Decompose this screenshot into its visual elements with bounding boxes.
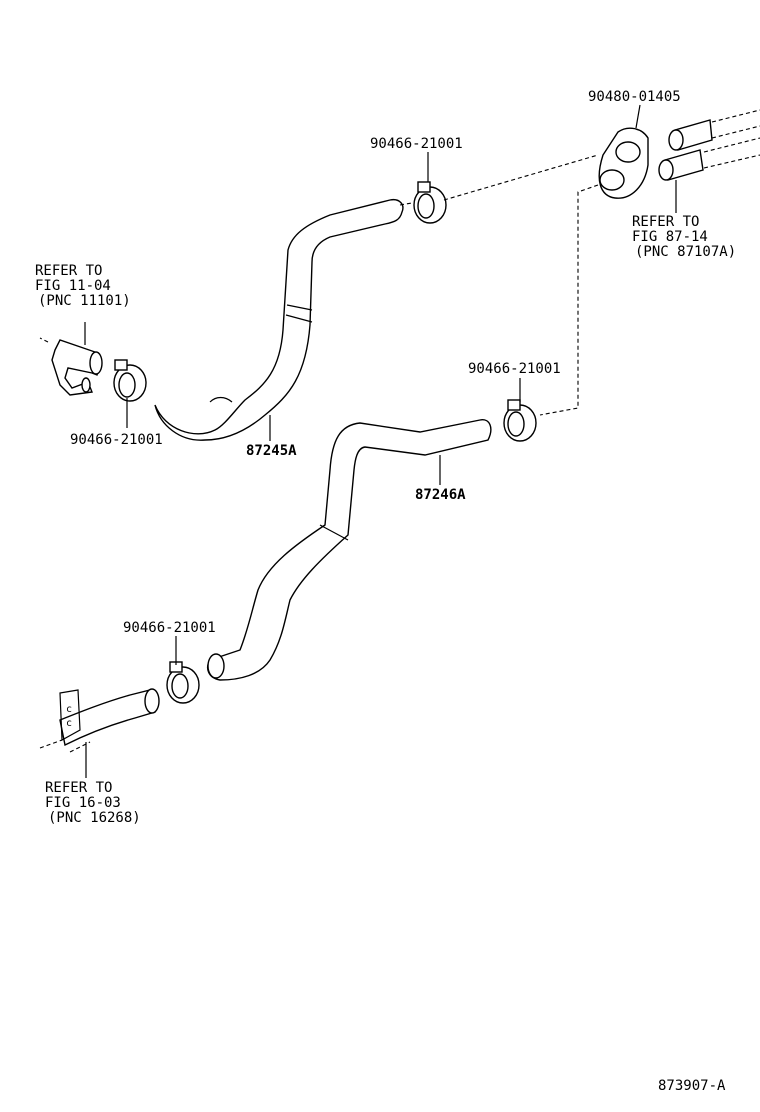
pipe-refer-fig-16-03[interactable]: c c [39, 688, 160, 778]
label-hose-87246a: 87246A [415, 487, 466, 503]
ref-line2: FIG 11-04 [35, 278, 111, 294]
label-clamp-left: 90466-21001 [70, 432, 163, 448]
hose-87246a[interactable] [207, 419, 492, 681]
clamp-upper[interactable] [413, 181, 447, 224]
ref-line2: FIG 87-14 [632, 229, 708, 245]
svg-text:c: c [66, 704, 72, 715]
ref-line3: (PNC 16268) [48, 810, 141, 826]
clamp-left[interactable] [113, 359, 147, 402]
hose-87245a[interactable] [154, 198, 404, 441]
leader-lines [126, 104, 641, 665]
ref-line1: REFER TO [35, 263, 103, 279]
label-grommet: 90480-01405 [588, 89, 681, 105]
pipe-refer-fig-11-04[interactable] [39, 322, 103, 396]
figure-id: 873907-A [658, 1078, 726, 1094]
ref-line3: (PNC 87107A) [635, 244, 737, 260]
ref-line3: (PNC 11101) [38, 293, 131, 309]
label-hose-87245a: 87245A [246, 443, 297, 459]
ref-line2: FIG 16-03 [45, 795, 121, 811]
grommet-90480-01405[interactable] [598, 127, 649, 199]
label-clamp-lower: 90466-21001 [123, 620, 216, 636]
connection-lines [399, 154, 599, 416]
svg-text:c: c [66, 718, 72, 729]
ref-line1: REFER TO [632, 214, 700, 230]
pipe-refer-fig-87-14[interactable] [658, 109, 760, 213]
label-clamp-right: 90466-21001 [468, 361, 561, 377]
label-clamp-upper: 90466-21001 [370, 136, 463, 152]
clamp-lower[interactable] [166, 661, 200, 704]
clamp-right[interactable] [503, 399, 537, 442]
ref-line1: REFER TO [45, 780, 113, 796]
